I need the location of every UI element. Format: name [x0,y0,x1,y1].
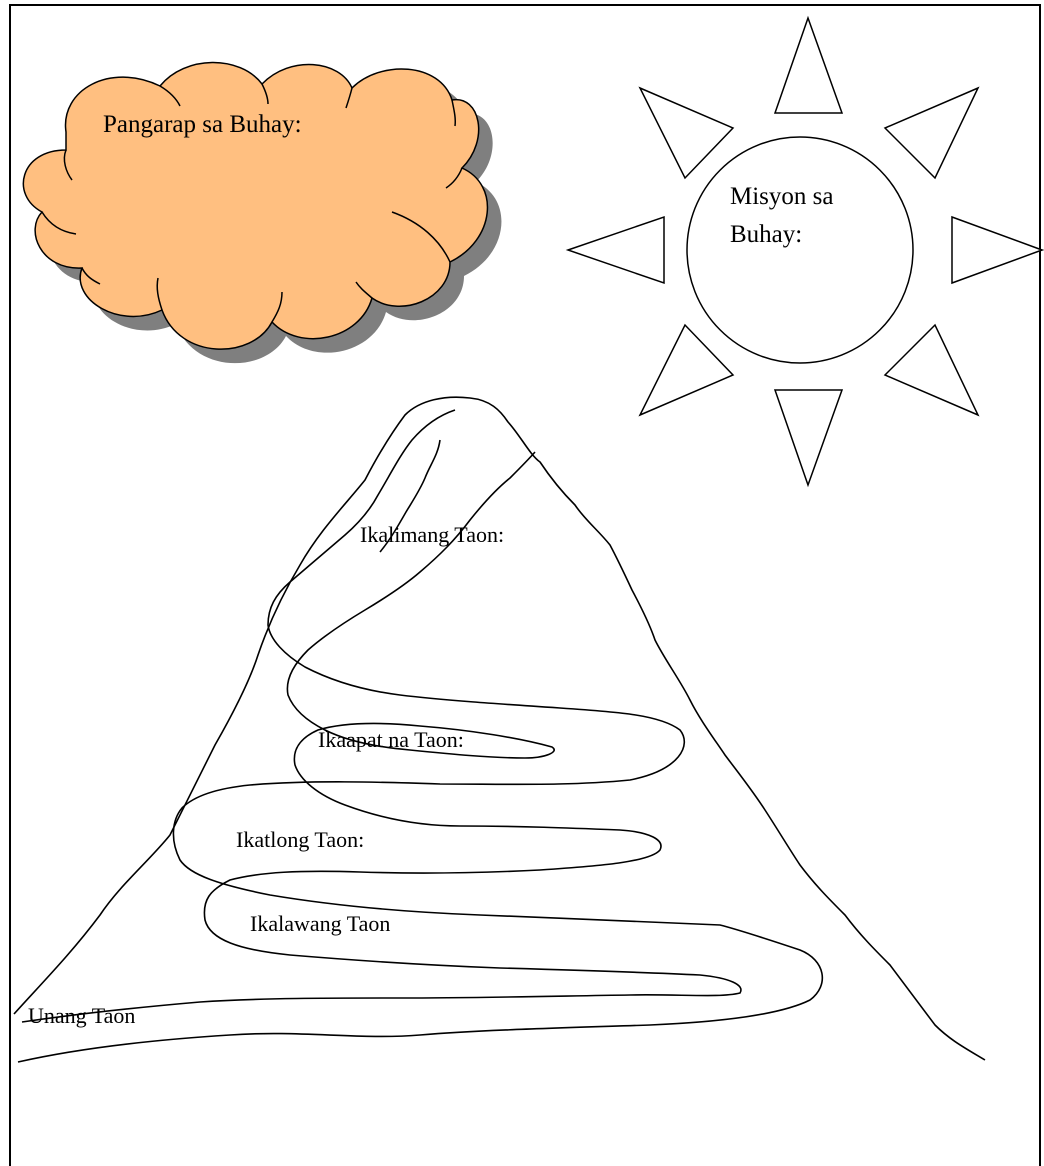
sun-ray-bottom-left [638,323,735,417]
sun-ray-top-right [883,86,980,180]
road-outer [17,409,824,1063]
sun-ray-top-left [638,86,735,180]
mountain [13,396,986,1063]
page-frame [9,4,1041,1166]
path-label-year-1: Unang Taon [28,1003,136,1028]
path-label-year-4: Ikaapat na Taon: [318,727,464,752]
path-label-year-5: Ikalimang Taon: [360,522,505,547]
summit-curl [379,439,441,553]
cloud-label: Pangarap sa Buhay: [103,111,302,138]
path-label-year-3: Ikatlong Taon: [236,827,365,852]
mountain-outline [13,396,986,1061]
sun-ray-right [951,215,1044,285]
sun-ray-bottom-right [883,323,980,417]
sun-ray-left [565,215,665,285]
path-label-year-2: Ikalawang Taon [250,911,391,936]
sun [565,15,1044,488]
sun-label: Misyon sa Buhay: [730,183,834,248]
road-inner [21,451,742,1023]
sun-circle [686,136,914,364]
cloud-shape [22,61,489,350]
sun-ray-top [773,15,844,114]
sun-ray-bottom [773,389,844,488]
